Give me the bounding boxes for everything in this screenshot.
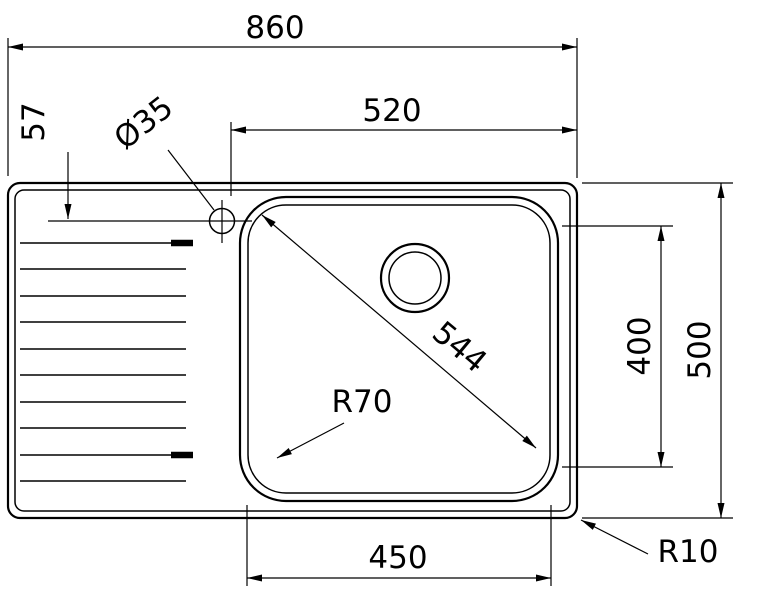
dimension-bowl-diagonal: 544 (261, 214, 537, 449)
dimension-tap-hole-offset: 57 (16, 102, 72, 219)
dimension-bowl-bottom-width: 450 (246, 505, 552, 586)
dimension-bowl-corner-radius: R70 (276, 384, 393, 459)
leader-line (276, 422, 345, 459)
leader-line (167, 149, 215, 211)
drainboard-grooves (20, 242, 186, 482)
dimension-label: 860 (245, 10, 304, 46)
sink-outline (6, 181, 579, 520)
dimension-label: 400 (622, 316, 658, 375)
dimension-label: R10 (658, 534, 719, 570)
drain-inner-circle (388, 251, 442, 305)
groove-end-caps (171, 239, 193, 459)
dimension-label: 57 (16, 102, 52, 141)
dimension-bowl-depth: 400 (562, 225, 673, 468)
bowl-inner-outline (247, 204, 551, 494)
dimension-outer-corner-radius: R10 (580, 519, 719, 570)
dimension-overall-width: 860 (7, 10, 578, 178)
dimension-label: 520 (362, 93, 421, 129)
dimension-label: 450 (368, 540, 427, 576)
bowl-outline (238, 195, 560, 503)
sink-inner-rim (14, 189, 571, 512)
dimension-line (261, 214, 537, 449)
dimension-bowl-section-width: 520 (230, 93, 577, 196)
dimension-label: 544 (425, 315, 493, 381)
dimension-overall-depth: 500 (582, 182, 733, 519)
tap-hole-circle (208, 207, 236, 235)
leader-line (580, 519, 649, 555)
drain-hole (379, 242, 451, 314)
dimension-tap-hole-diameter: Ø35 (108, 89, 215, 211)
dimension-label: 500 (682, 320, 718, 379)
drain-outer-circle (379, 242, 451, 314)
tap-hole (48, 200, 252, 243)
dimension-label: Ø35 (108, 89, 180, 157)
dimension-label: R70 (332, 384, 393, 420)
